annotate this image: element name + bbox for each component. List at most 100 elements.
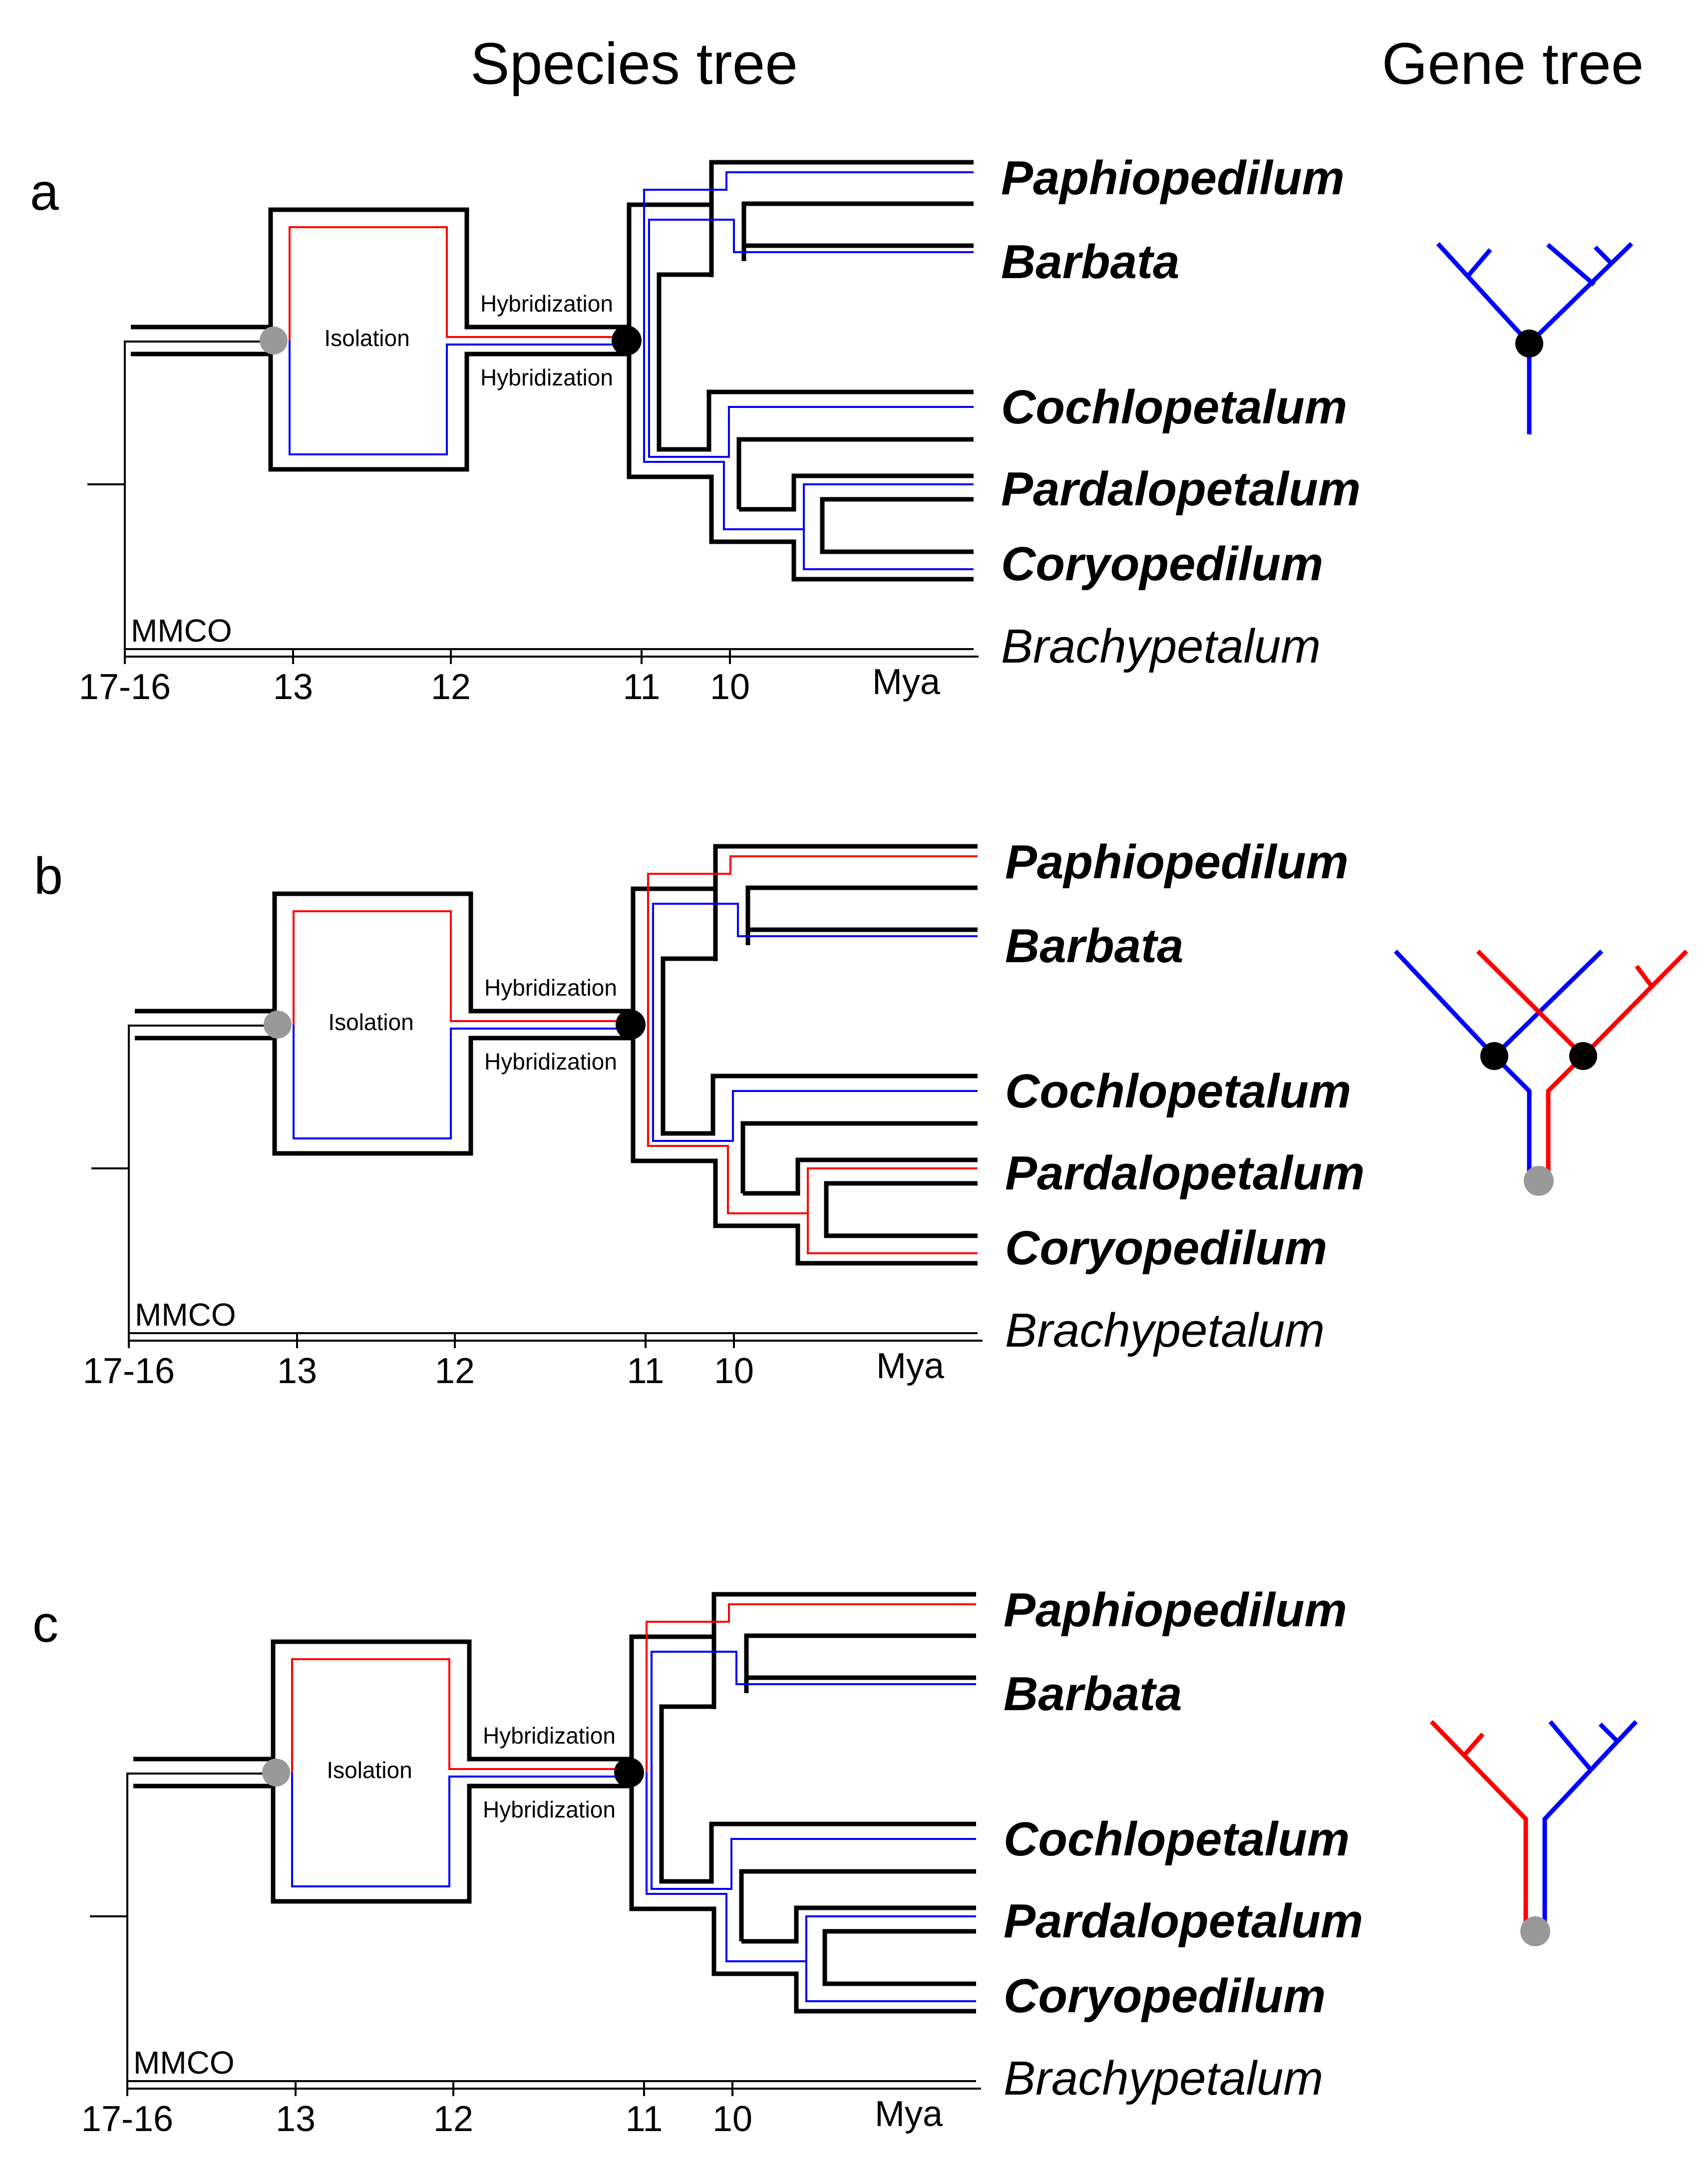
taxon-label: Barbata (1005, 919, 1183, 973)
lineage-paphiopedilum (647, 855, 978, 1025)
lineage-cochlopetalum (652, 1025, 978, 1142)
taxon-label: Paphiopedilum (1005, 835, 1349, 889)
outgroup-branch (126, 1773, 273, 2081)
isolation-start-node (260, 327, 288, 355)
hybridization-label-bottom: Hybridization (480, 364, 613, 390)
lineage-coryopedilum (646, 1773, 976, 2002)
gene-tree (1436, 242, 1634, 434)
gene-tree (1429, 1720, 1638, 1946)
hybridization-node (612, 326, 642, 356)
axis-tick-label: 12 (435, 1351, 475, 1391)
hybridization-label-top: Hybridization (484, 975, 617, 1001)
gene-tree-red (1635, 965, 1654, 988)
blue-lineage-isolation (289, 341, 617, 455)
taxon-label: Cochlopetalum (1005, 1065, 1351, 1118)
gene-tree-branch (1593, 245, 1615, 267)
isolation-start-node (264, 1011, 292, 1039)
lineage-coryopedilum (643, 341, 974, 570)
hybridization-label-bottom: Hybridization (483, 1797, 616, 1822)
coryo-inner (820, 519, 974, 554)
pardalo-inner (822, 1929, 976, 1951)
gene-tree-blue (1542, 1720, 1638, 1929)
taxon-label: Pardalopetalum (1001, 462, 1361, 516)
lineage-pardalopetalum (805, 1915, 976, 1961)
taxon-label: Pardalopetalum (1004, 1894, 1363, 1948)
blue-lineage-isolation (293, 1025, 621, 1139)
isolation-box-outer-bottom (268, 352, 629, 472)
mmco-label: MMCO (135, 1297, 236, 1333)
cochlo-inner (740, 1121, 978, 1193)
gene-tree-branch (1546, 243, 1596, 287)
axis-tick-label: 12 (433, 2099, 473, 2139)
pardalo-outer (741, 1905, 976, 1944)
crown-outline-bottom (629, 1786, 976, 2014)
lineage-pardalopetalum (807, 1167, 978, 1213)
isolation-box-outer-bottom (272, 1036, 633, 1156)
lineage-coryopedilum (647, 1025, 978, 1254)
taxon-label: Brachypetalum (1004, 2052, 1323, 2105)
coryo-inner (822, 1951, 976, 1986)
hybridization-node (614, 1758, 644, 1788)
isolation-label: Isolation (324, 325, 409, 351)
outgroup-branch (124, 341, 271, 649)
pardalo-inner (820, 497, 974, 519)
axis-tick-label: 12 (431, 667, 471, 707)
gene-tree-branch (1466, 248, 1492, 278)
cochlo-inner (736, 437, 974, 509)
panel-b: bIsolationHybridizationHybridizationMMCO… (34, 835, 1689, 1391)
mmco-label: MMCO (131, 613, 232, 649)
pardalo-outer (743, 1157, 978, 1196)
lineage-barbata (652, 903, 978, 1025)
axis-unit: Mya (872, 662, 941, 702)
gene-tree-node (1480, 1042, 1508, 1070)
red-lineage-isolation (291, 1658, 619, 1773)
gene-tree-header: Gene tree (1382, 31, 1644, 97)
gene-tree-branch (1436, 242, 1531, 346)
crown-outline-bottom (631, 1038, 978, 1266)
axis-tick-label: 11 (627, 1351, 665, 1391)
gene-tree (1393, 949, 1689, 1196)
mmco-label: MMCO (133, 2045, 235, 2081)
panel-label: a (30, 163, 59, 221)
red-lineage-isolation (289, 226, 617, 341)
paph-barbata-inner-bottom (741, 220, 974, 248)
hybridization-node (616, 1010, 646, 1040)
isolation-label: Isolation (327, 1757, 412, 1783)
panel-c: cIsolationHybridizationHybridizationMMCO… (32, 1583, 1638, 2139)
axis-tick-label: 11 (626, 2099, 663, 2139)
outgroup-branch (128, 1025, 275, 1333)
axis-tick-label: 17-16 (83, 1351, 175, 1391)
crown-outline-bottom (627, 354, 974, 582)
axis-tick-label: 10 (710, 667, 750, 707)
taxon-label: Coryopedilum (1001, 537, 1323, 591)
gene-tree-blue (1492, 949, 1604, 1058)
taxon-label: Barbata (1001, 235, 1179, 289)
red-lineage-isolation (293, 910, 621, 1025)
gene-tree-red (1463, 1733, 1485, 1756)
blue-lineage-isolation (291, 1773, 619, 1887)
axis-tick-label: 11 (623, 667, 661, 707)
inner-crown-outline (661, 956, 978, 1136)
axis-tick-label: 17-16 (81, 2099, 173, 2139)
panel-a: aIsolationHybridizationHybridizationMMCO… (30, 151, 1634, 707)
axis-tick-label: 10 (714, 1351, 754, 1391)
taxon-label: Coryopedilum (1004, 1969, 1326, 2023)
inner-crown-outline (657, 272, 974, 452)
species-tree-header: Species tree (470, 31, 798, 97)
hybridization-label-top: Hybridization (483, 1723, 616, 1749)
isolation-box-outer-top (271, 1639, 632, 1762)
taxon-label: Paphiopedilum (1001, 151, 1345, 205)
axis-unit: Mya (875, 2094, 943, 2134)
gene-tree-blue (1393, 949, 1532, 1176)
axis-tick-label: 10 (712, 2099, 752, 2139)
pardalo-inner (824, 1181, 978, 1203)
taxon-label: Pardalopetalum (1005, 1146, 1365, 1200)
lineage-paphiopedilum (646, 1603, 976, 1773)
lineage-cochlopetalum (648, 341, 974, 458)
cochlo-inner (739, 1869, 976, 1941)
axis-tick-label: 13 (273, 667, 313, 707)
taxon-label: Brachypetalum (1005, 1304, 1325, 1357)
isolation-box-outer-bottom (271, 1784, 632, 1904)
gene-tree-root (1520, 1916, 1550, 1946)
panel-label: c (32, 1595, 58, 1653)
